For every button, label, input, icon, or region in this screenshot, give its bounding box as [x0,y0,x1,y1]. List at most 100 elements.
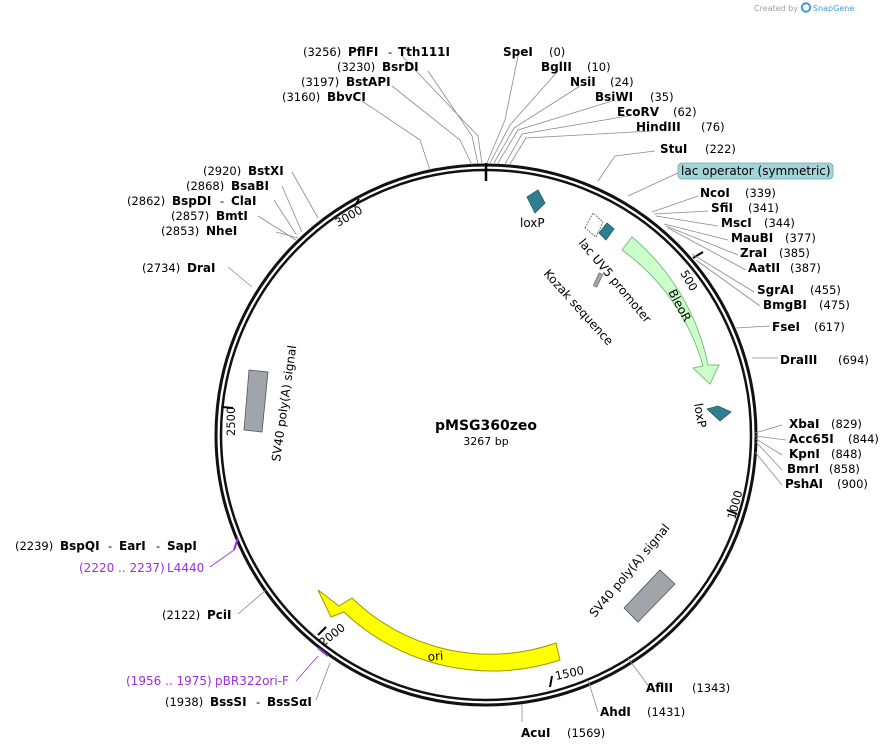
primer-pbr322ori-f[interactable]: (1956 .. 1975) pBR322ori-F [126,647,329,688]
enzyme-spei[interactable]: SpeI (0) [503,45,565,59]
enzyme-name-bspdi: BspDI [172,194,211,208]
feature-label-sv40-left: SV40 poly(A) signal [269,344,299,462]
enzyme-pos: (2857) [171,209,209,223]
enzyme-acui[interactable]: AcuI (1569) [521,726,605,740]
enzyme-pos: (385) [779,246,810,260]
enzyme-name: AhdI [600,705,631,719]
enzyme-acc65i[interactable]: Acc65I (844) [789,432,879,446]
feature-label-loxp-right: loxP [691,402,709,429]
enzyme-sgrai[interactable]: SgrAI (455) [757,283,841,297]
enzyme-name: BstAPI [346,75,391,89]
enzyme-pos: (1938) [165,695,203,709]
feature-sv40-left[interactable]: SV40 poly(A) signal [243,344,299,462]
tick-label-2500: 2500 [224,407,238,436]
enzyme-bspdi-clai[interactable]: (2862) BspDI - ClaI [127,194,256,208]
enzyme-name: BsaBI [231,179,269,193]
snapgene-brand: SnapGene [813,4,854,13]
enzyme-pos: (455) [810,283,841,297]
enzyme-pos: (2122) [162,608,200,622]
primer-pbr322-name: pBR322ori-F [215,674,289,688]
lac-operator-callout[interactable]: lac operator (symmetric) [627,162,834,197]
enzyme-name: NsiI [570,75,596,89]
enzyme-pos: (222) [705,142,736,156]
enzyme-msci[interactable]: MscI (344) [721,216,795,230]
enzyme-name: HindIII [636,120,681,134]
enzyme-name: ZraI [740,246,767,260]
tick-label-1500: 1500 [554,663,586,683]
enzyme-name: KpnI [789,447,820,461]
enzyme-name: MauBI [731,231,773,245]
enzyme-maubi[interactable]: MauBI (377) [731,231,816,245]
enzyme-fsei[interactable]: FseI (617) [772,320,845,334]
enzyme-name-tth111i: Tth111I [398,45,450,59]
enzyme-bmti[interactable]: (2857) BmtI [171,209,248,223]
enzyme-ahdi[interactable]: AhdI (1431) [600,705,685,719]
enzyme-bspqi-eari-sapi[interactable]: (2239) BspQI - EarI - SapI [15,539,197,553]
enzyme-name-bspqi: BspQI [60,539,100,553]
enzyme-hindiii[interactable]: HindIII (76) [636,120,725,134]
svg-text:-: - [156,539,160,553]
enzyme-pos: (3256) [303,45,341,59]
primer-l4440[interactable]: (2220 .. 2237) L4440 [79,537,239,575]
enzyme-bglii[interactable]: BglII (10) [541,60,611,74]
enzyme-sfii[interactable]: SfiI (341) [711,201,779,215]
primer-l4440-pos: (2220 .. 2237) [79,561,165,575]
enzyme-name: SfiI [711,201,733,215]
enzyme-bmgbi[interactable]: BmgBI (475) [763,298,850,312]
enzyme-name: NheI [206,224,237,238]
enzyme-xbai[interactable]: XbaI (829) [789,417,862,431]
feature-ori[interactable]: ori [317,589,561,672]
enzyme-name: StuI [660,142,687,156]
enzyme-pos: (76) [701,120,725,134]
enzyme-pos: (900) [837,477,868,491]
feature-loxp-right[interactable]: loxP [691,402,732,429]
enzyme-pcii[interactable]: (2122) PciI [162,608,232,622]
enzyme-pshai[interactable]: PshAI (900) [785,477,868,491]
enzyme-pos: (1343) [692,681,730,695]
primer-l4440-name: L4440 [167,561,204,575]
enzyme-aatii[interactable]: AatII (387) [748,261,821,275]
enzyme-draiii[interactable]: DraIII (694) [780,353,869,367]
enzyme-bsrdi[interactable]: (3230) BsrDI [337,60,419,74]
enzyme-nhei[interactable]: (2853) NheI [161,224,237,238]
enzyme-pos: (35) [650,90,674,104]
tick-mark [726,509,738,515]
enzyme-stui[interactable]: StuI (222) [660,142,736,156]
enzyme-ncoi[interactable]: NcoI (339) [700,186,776,200]
enzyme-name-bsssai: BssSαI [267,695,312,709]
enzyme-name: PciI [207,608,232,622]
enzyme-nsii[interactable]: NsiI (24) [570,75,634,89]
enzyme-kpni[interactable]: KpnI (848) [789,447,862,461]
tick-label-500: 500 [677,268,700,294]
enzyme-bsiwi[interactable]: BsiWI (35) [595,90,674,104]
enzyme-bstxi[interactable]: (2920) BstXI [203,164,284,178]
enzyme-name-bsssi: BssSI [210,695,247,709]
enzyme-pos: (341) [748,201,779,215]
enzyme-drai[interactable]: (2734) DraI [142,261,215,275]
enzyme-pos: (2734) [142,261,180,275]
enzyme-name: DraI [187,261,215,275]
enzyme-bbvci[interactable]: (3160) BbvCI [282,90,366,104]
tick-mark [317,626,327,636]
tick-mark [549,675,553,688]
svg-text:-: - [220,194,224,208]
enzyme-aflii[interactable]: AflII (1343) [646,681,730,695]
feature-loxp-top[interactable]: loxP [520,189,546,230]
enzyme-bmri[interactable]: BmrI (858) [787,462,860,476]
enzyme-bsabi[interactable]: (2868) BsaBI [186,179,269,193]
enzyme-pos: (2868) [186,179,224,193]
feature-label-loxp-top: loxP [520,216,545,230]
enzyme-name: BmrI [787,462,819,476]
enzyme-pflfi-tth111i[interactable]: (3256) PflFI - Tth111I [303,45,450,59]
enzyme-ecorv[interactable]: EcoRV (62) [617,105,697,119]
feature-label-lac-operator: lac operator (symmetric) [681,164,831,178]
enzyme-zrai[interactable]: ZraI (385) [740,246,810,260]
enzyme-pos: (387) [790,261,821,275]
enzyme-bsssi[interactable]: (1938) BssSI - BssSαI [165,695,312,709]
tick-label-3000: 3000 [333,203,365,230]
feature-sv40-right[interactable]: SV40 poly(A) signal [587,521,676,623]
enzyme-bstapi[interactable]: (3197) BstAPI [301,75,391,89]
svg-text:-: - [108,539,112,553]
enzyme-name: PshAI [785,477,823,491]
